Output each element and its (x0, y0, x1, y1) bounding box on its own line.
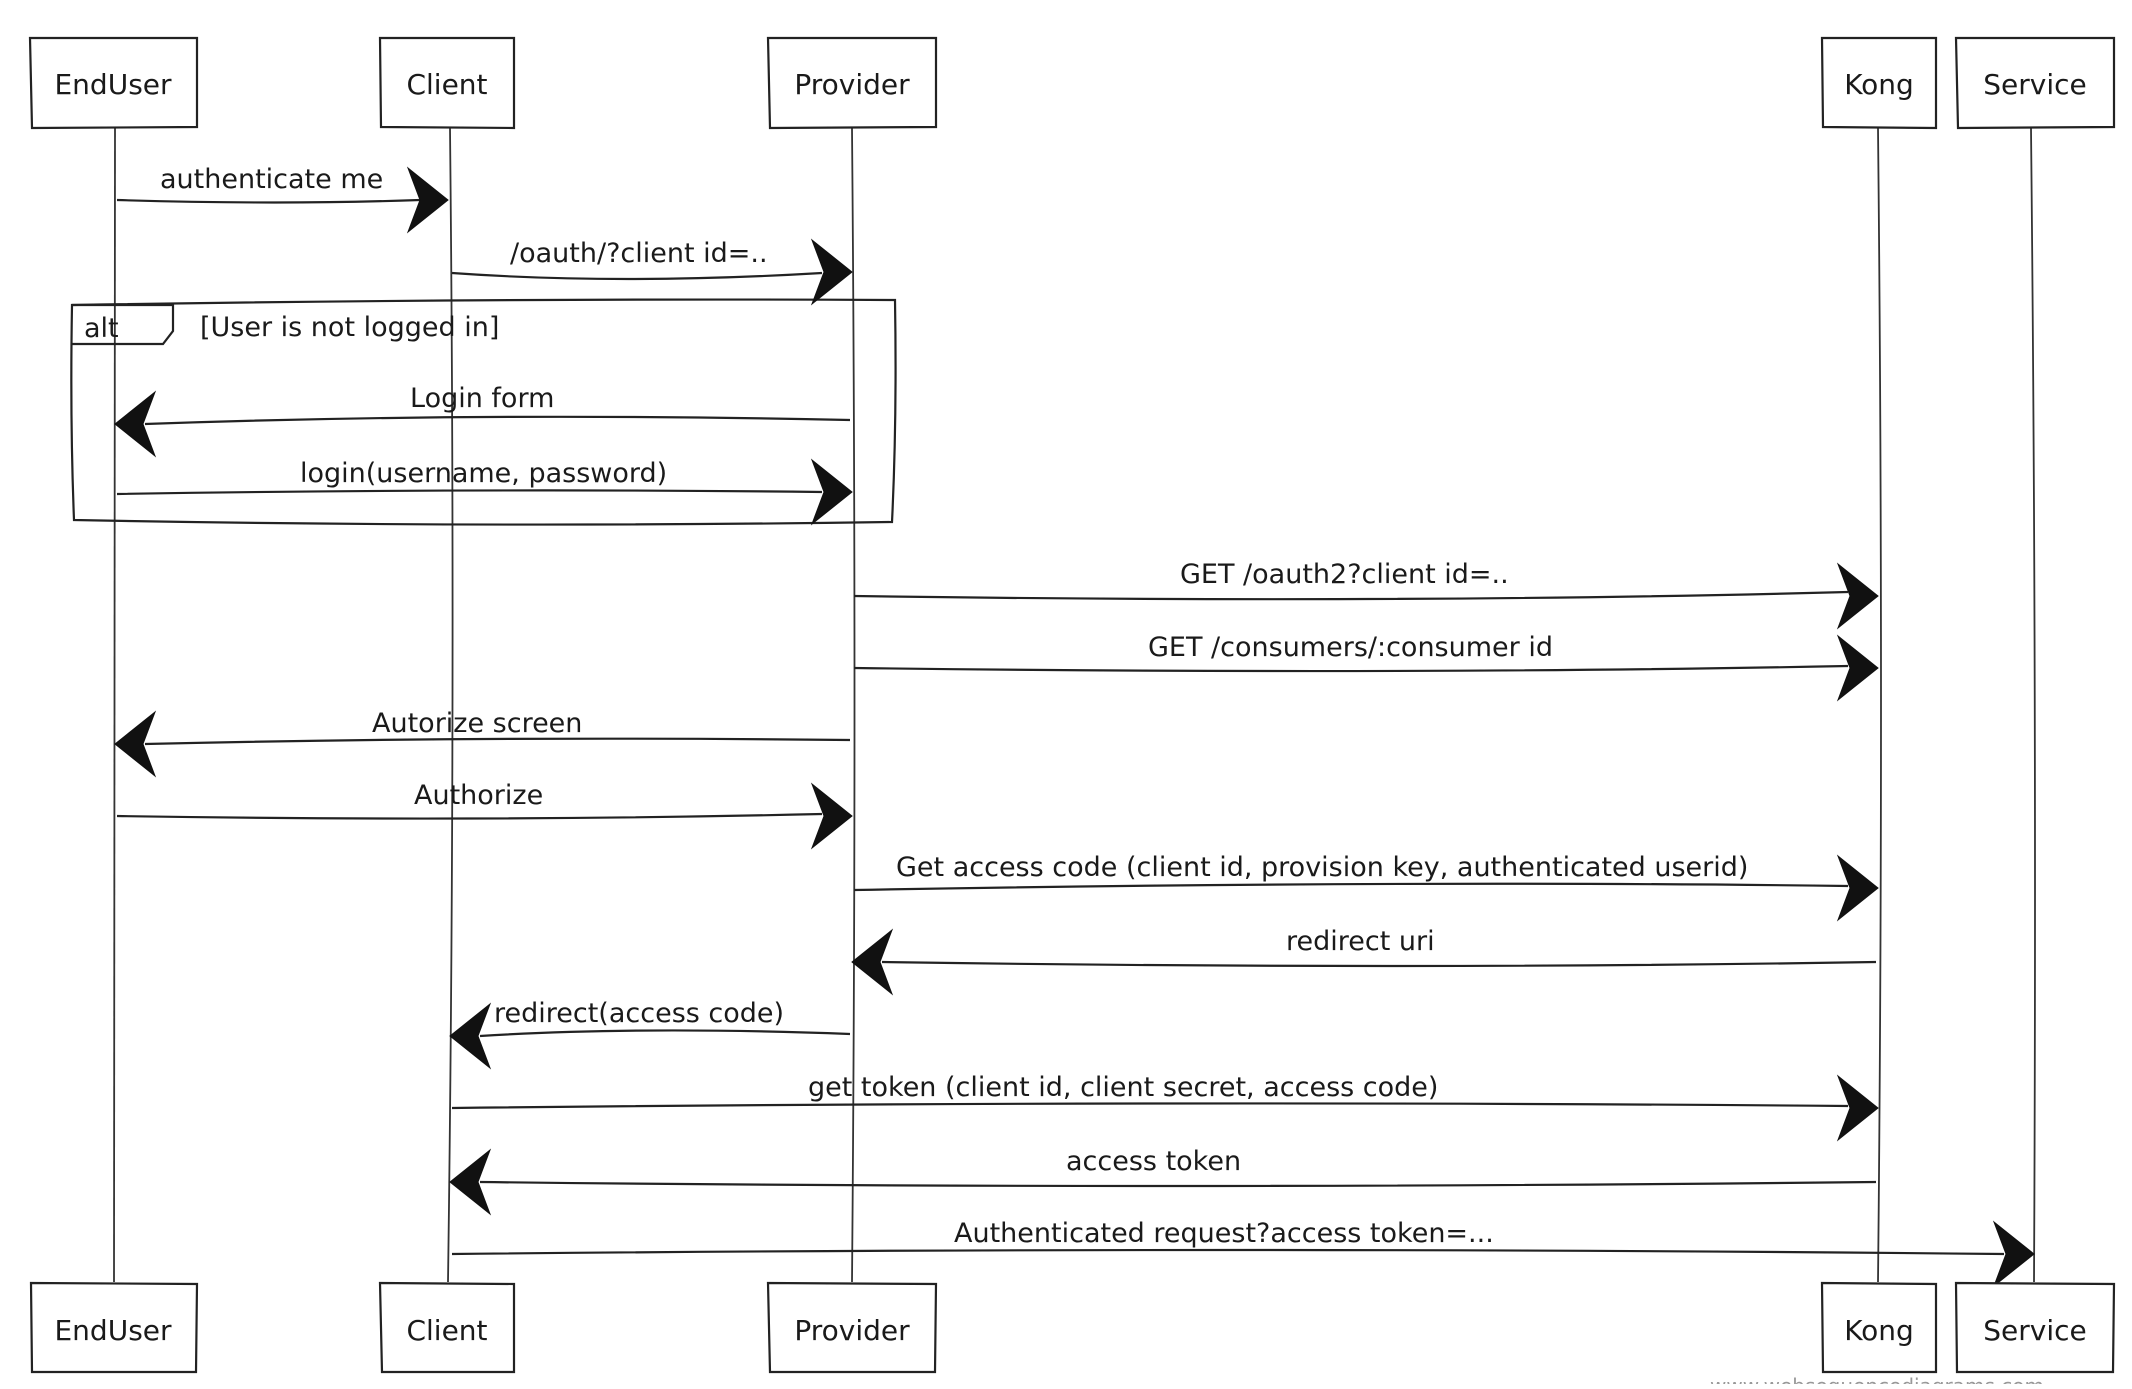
participant-label: Service (1983, 68, 2086, 101)
message-arrow-6 (853, 664, 1849, 673)
message-label-2: /oauth/?client id=.. (510, 238, 768, 269)
message-arrow-13 (479, 1180, 1877, 1188)
message-label-8: Authorize (414, 780, 543, 811)
alt-frame-tag: alt (84, 313, 119, 344)
message-arrow-3 (144, 415, 851, 426)
message-label-7: Autorize screen (372, 708, 582, 739)
message-arrowhead-12 (1836, 1074, 1879, 1142)
message-arrowhead-14 (1992, 1220, 2035, 1288)
lifeline-service (2030, 127, 2036, 1283)
alt-frame-condition: [User is not logged in] (200, 312, 499, 343)
message-arrowhead-2 (810, 238, 853, 306)
message-label-14: Authenticated request?access token=... (954, 1218, 1494, 1249)
alt-frame-border (70, 298, 897, 526)
message-arrowhead-3 (114, 390, 157, 458)
message-arrowhead-8 (810, 782, 853, 850)
message-arrow-10 (881, 960, 1877, 968)
message-label-1: authenticate me (160, 164, 383, 195)
message-arrow-2 (451, 271, 823, 281)
message-arrow-9 (853, 882, 1849, 892)
participant-client-top: Client (378, 36, 516, 130)
participant-label: Client (406, 68, 487, 101)
participant-provider-bottom: Provider (766, 1281, 938, 1374)
participant-label: Provider (794, 1314, 910, 1347)
watermark: www.websequencediagrams.com (1710, 1374, 2044, 1384)
message-label-5: GET /oauth2?client id=.. (1180, 559, 1509, 590)
participant-service-top: Service (1954, 36, 2116, 130)
message-label-6: GET /consumers/:consumer id (1148, 632, 1553, 663)
lifelines (113, 127, 2036, 1283)
alt-frame-tag-box (72, 303, 175, 346)
participant-label: Service (1983, 1314, 2086, 1347)
participant-label: Kong (1844, 1314, 1914, 1347)
participant-label: Kong (1844, 68, 1914, 101)
message-arrowhead-13 (449, 1148, 492, 1216)
message-arrow-11 (479, 1029, 851, 1038)
participant-provider-top: Provider (766, 36, 938, 130)
participant-enduser-top: EndUser (28, 36, 199, 130)
lifeline-kong (1877, 127, 1882, 1283)
participant-label: EndUser (54, 1314, 172, 1347)
message-arrowhead-7 (114, 710, 157, 778)
message-arrow-8 (116, 812, 823, 820)
lifeline-enduser (113, 127, 117, 1283)
alt-frame: alt [User is not logged in] (70, 298, 897, 526)
message-arrowhead-10 (851, 928, 894, 996)
message-arrowhead-4 (810, 458, 853, 526)
message-arrow-4 (116, 489, 823, 496)
lifeline-client (447, 127, 454, 1283)
message-arrow-14 (451, 1248, 2005, 1256)
participants-top: EndUser Client Provider Kong Service (28, 36, 2116, 130)
message-label-13: access token (1066, 1146, 1241, 1177)
participant-label: Client (406, 1314, 487, 1347)
message-arrowhead-5 (1836, 562, 1879, 630)
message-label-10: redirect uri (1286, 926, 1435, 957)
message-label-12: get token (client id, client secret, acc… (808, 1072, 1438, 1103)
message-label-4: login(username, password) (300, 458, 667, 489)
message-arrowhead-1 (406, 166, 449, 234)
message-label-11: redirect(access code) (494, 998, 784, 1029)
messages: authenticate me /oauth/?client id=.. Log… (114, 164, 2035, 1288)
message-arrow-12 (451, 1102, 1849, 1110)
participant-service-bottom: Service (1954, 1281, 2116, 1374)
participant-kong-top: Kong (1820, 36, 1938, 130)
participants-bottom: EndUser Client Provider Kong Service (29, 1281, 2116, 1374)
message-arrow-1 (116, 198, 421, 204)
message-label-9: Get access code (client id, provision ke… (896, 852, 1748, 883)
message-arrowhead-6 (1836, 634, 1879, 702)
lifeline-provider (851, 127, 856, 1283)
message-label-3: Login form (410, 383, 554, 414)
participant-label: Provider (794, 68, 910, 101)
participant-kong-bottom: Kong (1820, 1281, 1938, 1374)
message-arrowhead-9 (1836, 854, 1879, 922)
participant-label: EndUser (54, 68, 172, 101)
message-arrow-7 (144, 737, 851, 746)
participant-client-bottom: Client (378, 1281, 516, 1374)
message-arrowhead-11 (449, 1002, 492, 1070)
message-arrow-5 (853, 590, 1849, 601)
participant-enduser-bottom: EndUser (29, 1281, 199, 1374)
